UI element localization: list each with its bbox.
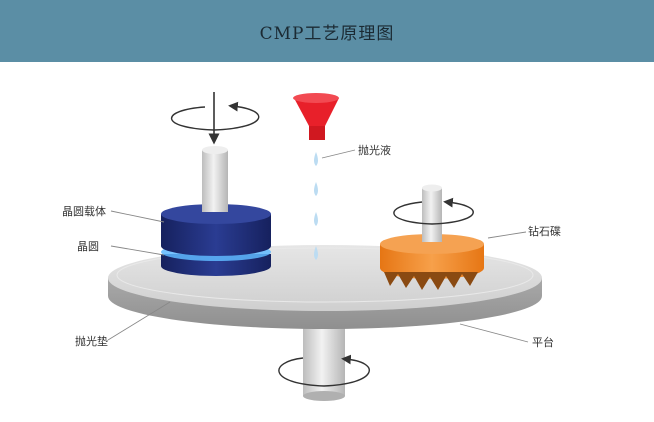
platen-shaft-rotation-icon <box>278 354 370 387</box>
slurry-drop-icon <box>314 152 318 166</box>
label-diamond-disk: 钻石碟 <box>528 224 561 238</box>
leader-lines <box>107 149 529 343</box>
diamond-disk-rotation-icon <box>393 197 474 225</box>
slurry-drop-icon <box>314 246 318 260</box>
platen-shaft <box>303 324 345 401</box>
page-title: CMP工艺原理图 <box>259 23 395 44</box>
label-polishing-pad: 抛光垫 <box>75 334 108 348</box>
diamond-disk-shaft <box>422 184 442 242</box>
header-bar: CMP工艺原理图 <box>0 0 654 62</box>
diamond-disk <box>380 234 484 290</box>
label-slurry: 抛光液 <box>358 143 391 157</box>
carrier-rotation-icon <box>170 101 260 131</box>
label-wafer-carrier: 晶圆载体 <box>62 204 106 218</box>
cmp-diagram: 抛光液 晶圆载体 晶圆 钻石碟 抛光垫 平台 <box>62 92 561 401</box>
slurry-nozzle-icon <box>293 93 339 140</box>
slurry-drops <box>314 152 318 260</box>
label-platen: 平台 <box>532 335 554 349</box>
wafer-carrier <box>161 204 271 276</box>
label-wafer: 晶圆 <box>77 240 99 253</box>
slurry-drop-icon <box>314 212 318 226</box>
wafer-carrier-shaft <box>202 146 228 212</box>
slurry-drop-icon <box>314 182 318 196</box>
